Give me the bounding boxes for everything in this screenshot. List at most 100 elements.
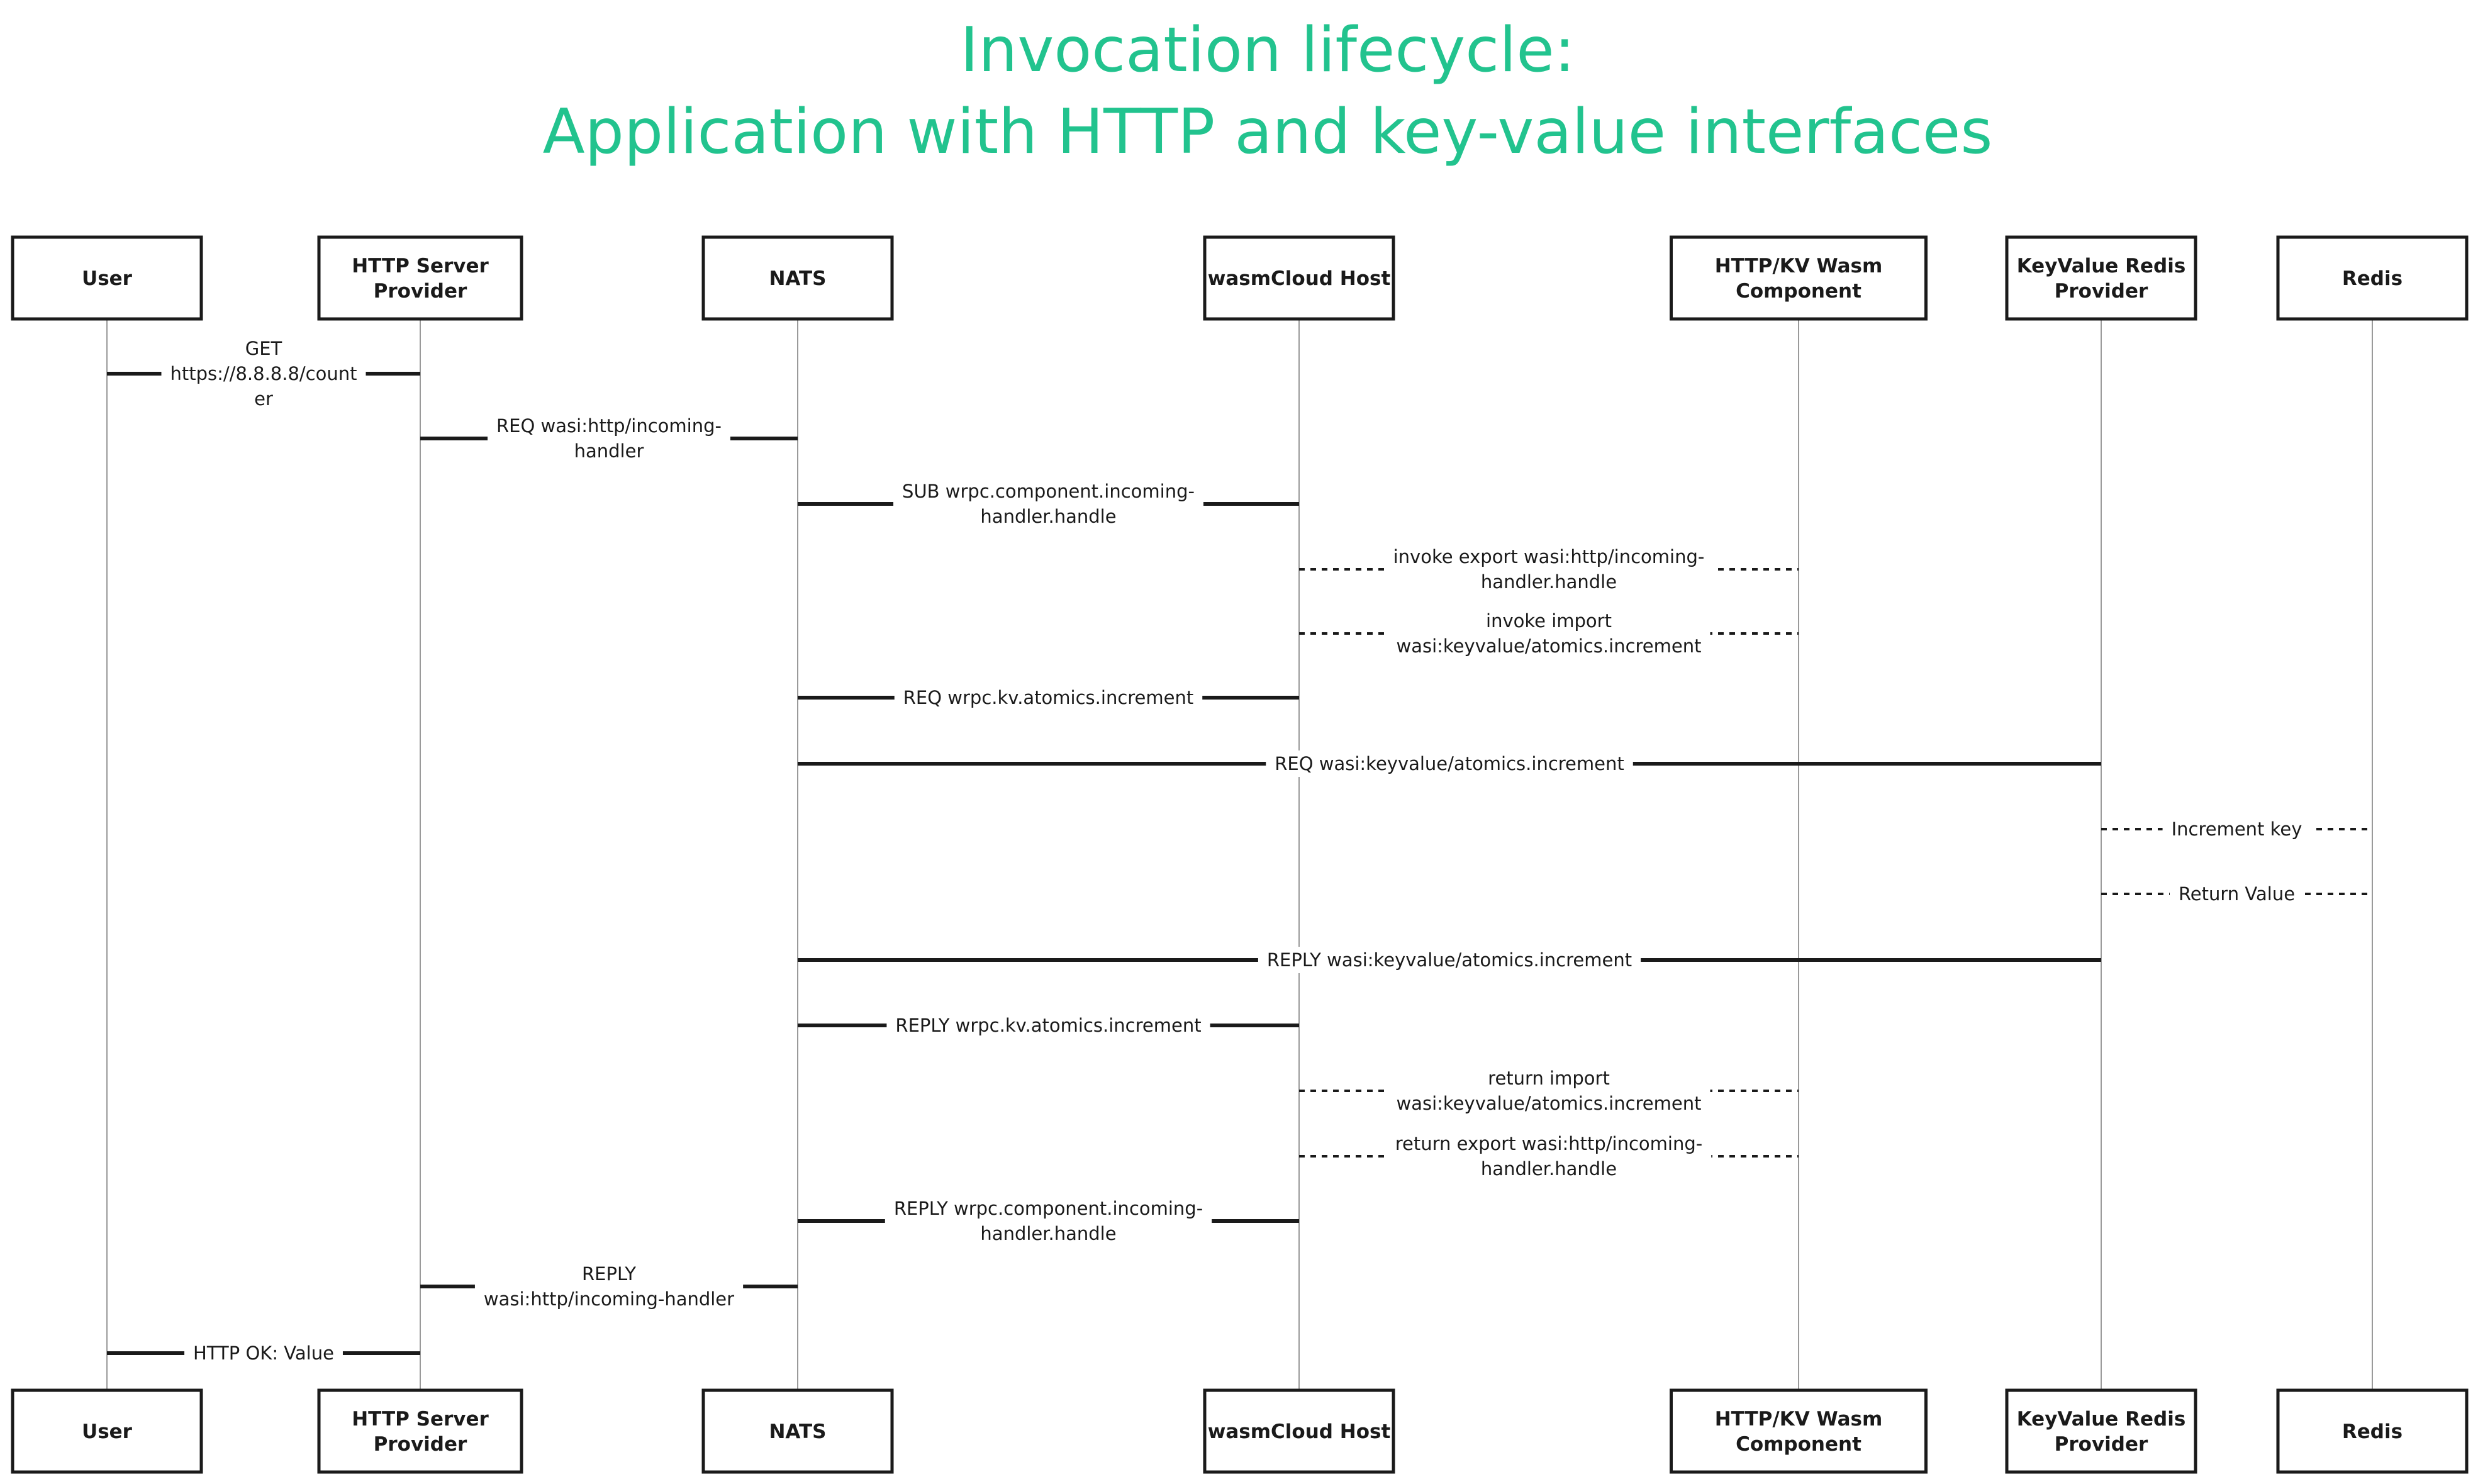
participant-wasmcloud-host-top: wasmCloud Host	[1203, 235, 1395, 321]
message-7: REQ wasi:keyvalue/atomics.increment	[798, 750, 2101, 777]
participant-label: Provider	[2055, 1433, 2148, 1456]
participant-box	[1203, 235, 1395, 321]
message-label-background	[1387, 608, 1711, 659]
message-label: REQ wrpc.kv.atomics.increment	[903, 687, 1193, 708]
message-label-background	[2162, 816, 2311, 842]
participant-label: wasmCloud Host	[1208, 267, 1391, 290]
message-label-background	[1386, 1130, 1712, 1182]
participant-label: Component	[1736, 280, 1861, 303]
participant-label: Provider	[374, 1433, 467, 1456]
message-label-background	[2169, 881, 2304, 907]
participant-box	[1203, 1388, 1395, 1474]
message-label-background	[1387, 1065, 1711, 1117]
message-label: handler	[574, 440, 644, 462]
participant-redis-top: Redis	[2276, 235, 2469, 321]
message-label: REPLY wasi:keyvalue/atomics.increment	[1267, 949, 1632, 971]
participant-label: HTTP Server	[352, 1408, 489, 1431]
participant-label: HTTP/KV Wasm	[1715, 255, 1883, 277]
participant-box	[701, 235, 894, 321]
participant-box	[1670, 1388, 1928, 1474]
message-label: return import	[1488, 1068, 1610, 1089]
message-label: wasi:http/incoming-handler	[484, 1288, 734, 1310]
message-11: REPLY wrpc.kv.atomics.increment	[798, 1012, 1299, 1039]
participant-box	[701, 1388, 894, 1474]
message-label: Return Value	[2179, 883, 2295, 905]
message-1: GET https://8.8.8.8/count er	[107, 335, 420, 412]
message-label-background	[1266, 750, 1633, 777]
participant-redis-bottom: Redis	[2276, 1388, 2469, 1474]
participant-label: Component	[1736, 1433, 1861, 1456]
message-label: invoke import	[1486, 610, 1612, 632]
message-4: invoke export wasi:http/incoming-handler…	[1299, 544, 1799, 595]
message-label: handler.handle	[1481, 571, 1617, 593]
message-label: REQ wasi:http/incoming-	[496, 415, 722, 437]
message-label: GET	[245, 338, 282, 359]
participant-label: User	[82, 1420, 133, 1443]
lifelines	[106, 319, 2373, 1390]
message-label-background	[488, 413, 730, 464]
message-label: REQ wasi:keyvalue/atomics.increment	[1275, 753, 1624, 774]
message-label-background	[474, 1261, 744, 1312]
participant-label: Provider	[374, 280, 467, 303]
message-label: er	[254, 388, 273, 410]
participant-label: Provider	[2055, 280, 2148, 303]
participant-box	[2276, 1388, 2469, 1474]
participant-label: User	[82, 267, 133, 290]
message-label: return export wasi:http/incoming-	[1395, 1133, 1702, 1154]
participant-box	[317, 235, 523, 321]
participant-box	[2005, 235, 2197, 321]
participant-label: KeyValue Redis	[2017, 1408, 2186, 1431]
message-3: SUB wrpc.component.incoming-handler.hand…	[798, 478, 1299, 530]
title-line-2: Application with HTTP and key-value inte…	[543, 96, 1993, 168]
participant-box	[2276, 235, 2469, 321]
message-12: return importwasi:keyvalue/atomics.incre…	[1299, 1065, 1799, 1117]
message-label: REPLY wrpc.component.incoming-	[894, 1198, 1203, 1219]
diagram-title: Invocation lifecycle: Application with HT…	[543, 14, 1993, 168]
participant-user-top: User	[11, 235, 203, 321]
message-label: REPLY	[582, 1263, 636, 1285]
participant-label: Redis	[2342, 1420, 2403, 1443]
message-2: REQ wasi:http/incoming-handler	[420, 413, 798, 464]
message-label: https://8.8.8.8/count	[170, 363, 357, 384]
message-10: REPLY wasi:keyvalue/atomics.increment	[798, 947, 2101, 973]
message-6: REQ wrpc.kv.atomics.increment	[798, 684, 1299, 711]
participant-user-bottom: User	[11, 1388, 203, 1474]
message-label: REPLY wrpc.kv.atomics.increment	[895, 1015, 1201, 1036]
message-label: invoke export wasi:http/incoming-	[1393, 546, 1705, 567]
participant-label: NATS	[769, 1420, 826, 1443]
participant-label: NATS	[769, 267, 826, 290]
message-label: HTTP OK: Value	[193, 1342, 334, 1364]
message-16: HTTP OK: Value	[107, 1340, 420, 1366]
message-14: REPLY wrpc.component.incoming-handler.ha…	[798, 1195, 1299, 1247]
title-line-1: Invocation lifecycle:	[960, 14, 1575, 86]
participant-nats-top: NATS	[701, 235, 894, 321]
message-13: return export wasi:http/incoming-handler…	[1299, 1130, 1799, 1182]
participant-label: wasmCloud Host	[1208, 1420, 1391, 1443]
message-label: Increment key	[2172, 818, 2302, 840]
participant-wasmcloud-host-bottom: wasmCloud Host	[1203, 1388, 1395, 1474]
message-label-background	[894, 684, 1203, 711]
message-label: handler.handle	[1481, 1158, 1617, 1180]
participant-box	[2005, 1388, 2197, 1474]
message-15: REPLY wasi:http/incoming-handler	[420, 1261, 798, 1312]
message-label-background	[184, 1340, 343, 1366]
participant-box	[11, 1388, 203, 1474]
message-label-background	[885, 1195, 1212, 1247]
participant-label: HTTP/KV Wasm	[1715, 1408, 1883, 1431]
message-label: SUB wrpc.component.incoming-	[902, 481, 1195, 502]
message-5: invoke import wasi:keyvalue/atomics.incre…	[1299, 608, 1799, 659]
message-label: wasi:keyvalue/atomics.increment	[1397, 635, 1702, 657]
message-label-background	[1384, 544, 1714, 595]
message-8: Increment key	[2101, 816, 2372, 842]
message-label-background	[893, 478, 1203, 530]
